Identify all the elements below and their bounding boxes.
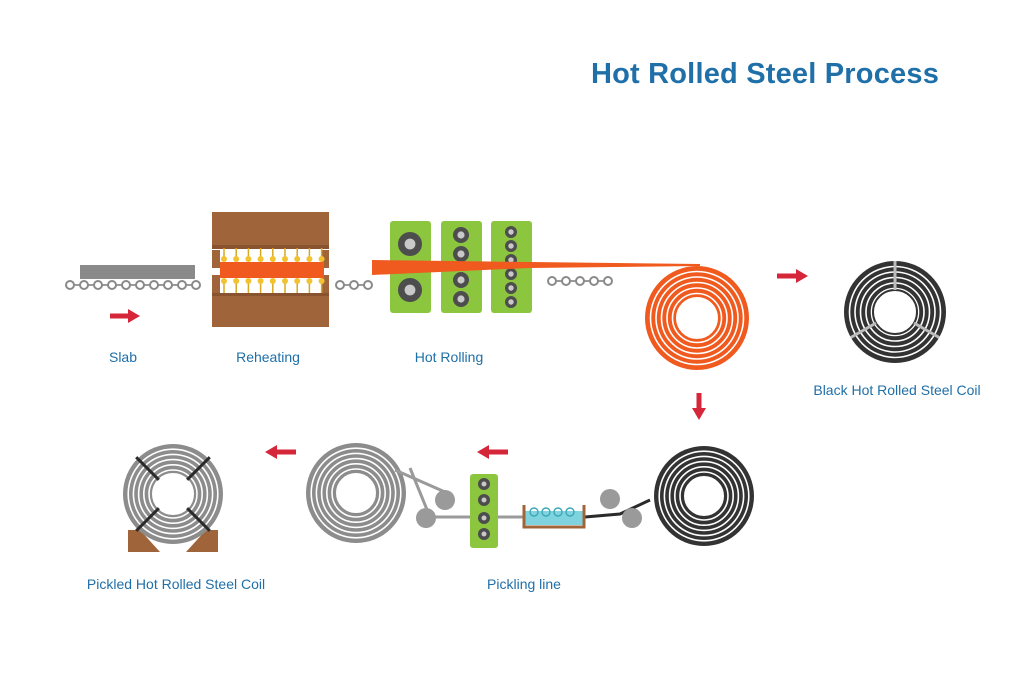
furnace-bottom [212,293,329,327]
guide-roller [435,490,455,510]
label-hot-rolling: Hot Rolling [414,349,484,365]
pickling-arrow-left-icon [477,445,508,459]
recoiler-coil [306,443,406,543]
uncoiler-black-coil [654,446,754,546]
guide-roller [622,508,642,528]
label-pickling-line: Pickling line [487,576,561,592]
black-strip [584,498,651,519]
label-pickled-coil: Pickled Hot Rolled Steel Coil [86,576,266,592]
slab-stage [65,265,201,323]
pickling-line [306,443,754,548]
furnace-conveyor [335,280,373,290]
coil-saddle-left [128,530,160,552]
acid-bubbles [529,507,575,517]
heated-slab [220,262,324,278]
black-coil-arrow-right-icon [777,269,808,283]
furnace-top [212,212,329,247]
burner-nozzles [221,248,325,293]
work-rolls [398,226,517,308]
exit-conveyor [547,276,613,286]
guide-roller [600,489,620,509]
pickling-roller-stand [470,474,498,548]
page-title: Hot Rolled Steel Process [590,58,940,90]
hot-rolling-mill [372,221,700,313]
label-black-coil: Black Hot Rolled Steel Coil [813,382,981,398]
pickling-rolls [478,478,490,540]
hot-coil [645,266,749,370]
label-reheating: Reheating [236,349,300,365]
guide-roller [416,508,436,528]
down-arrow-icon [692,393,706,420]
steel-slab [80,265,195,279]
hot-strip [372,260,700,275]
reheating-furnace [212,212,329,327]
label-slab: Slab [108,349,138,365]
black-coil [844,261,946,363]
acid-bath [524,511,584,525]
pickled-coil [123,444,223,552]
pickled-arrow-left-icon [265,445,296,459]
slab-conveyor [65,280,201,290]
coil-saddle-right [186,530,218,552]
slab-arrow-right-icon [110,309,140,323]
